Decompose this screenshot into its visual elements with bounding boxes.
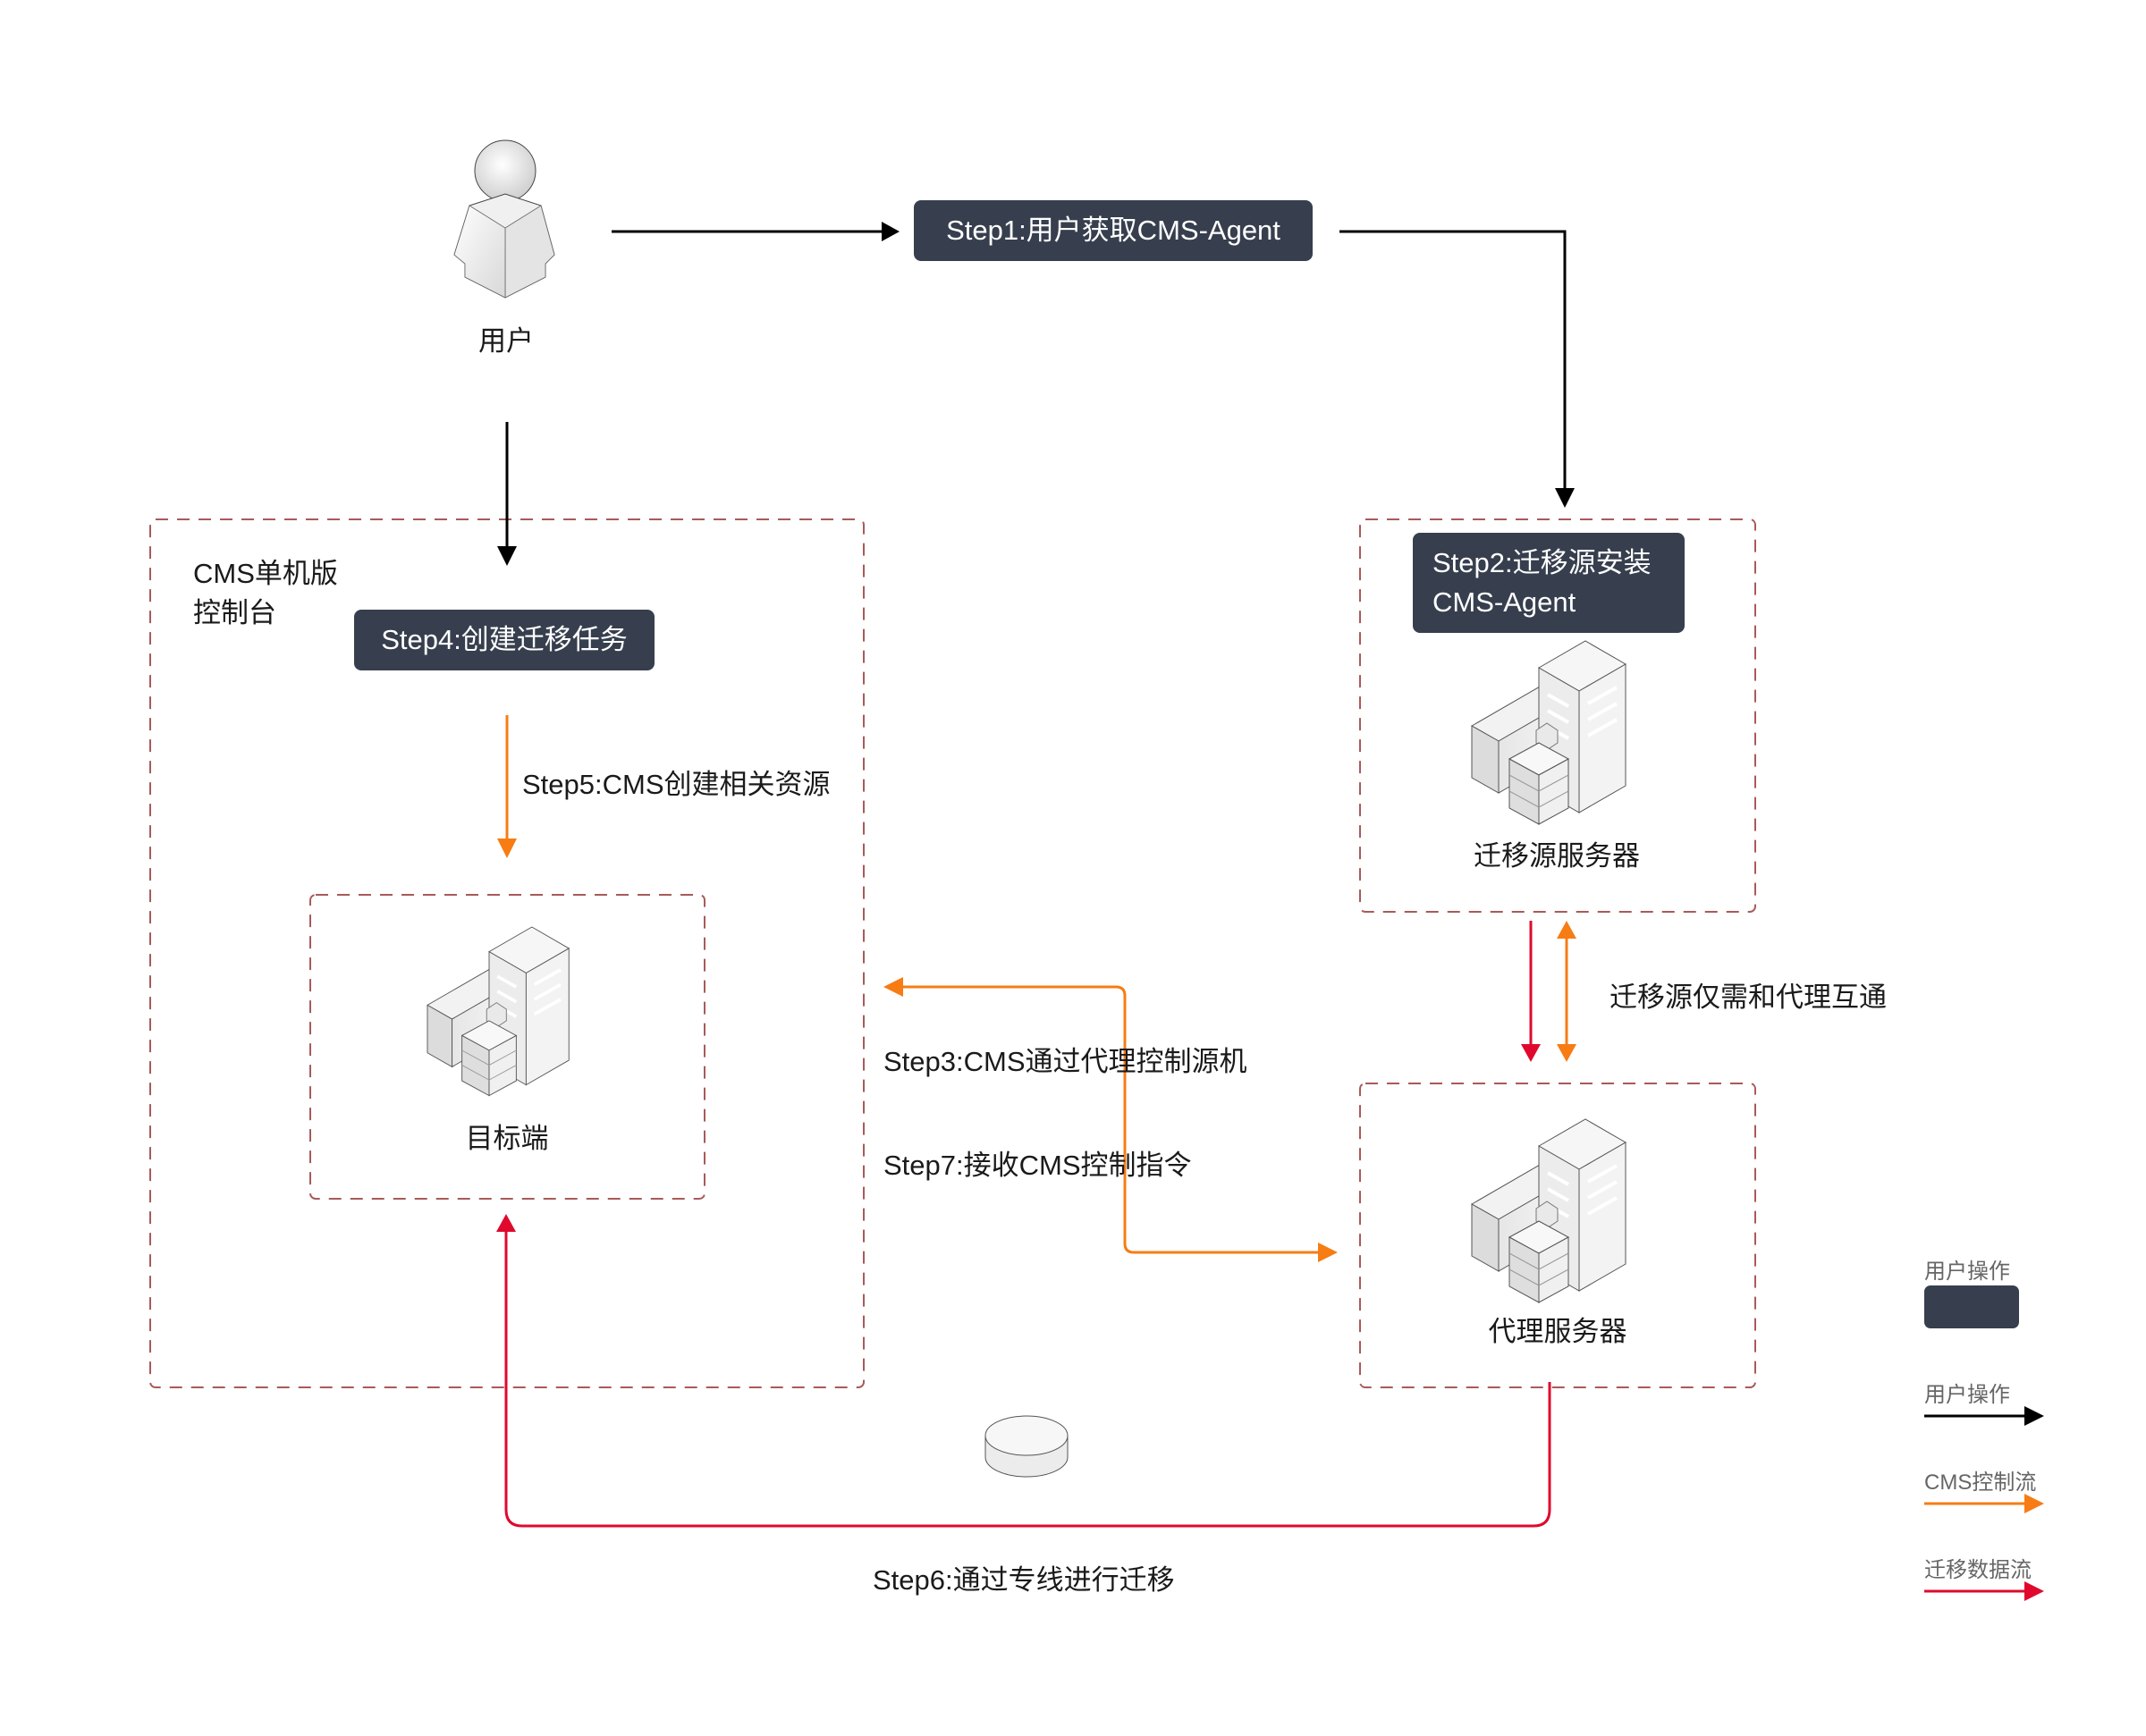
target-label: 目标端 xyxy=(465,1123,549,1154)
legend-arrow-user-action xyxy=(1924,1406,2044,1426)
step6-label: Step6:通过专线进行迁移 xyxy=(873,1564,1175,1596)
arrow-user-to-step4 xyxy=(497,422,517,566)
dedicated-line-disc-icon xyxy=(984,1415,1069,1478)
user-label: 用户 xyxy=(478,325,534,357)
user-figure-icon xyxy=(453,139,555,299)
arrow-source-proxy-bidirectional xyxy=(1557,921,1576,1062)
cms-console-label-line2: 控制台 xyxy=(193,597,276,628)
proxy-server-icon xyxy=(1470,1117,1627,1304)
source-server-icon xyxy=(1470,639,1627,826)
step4-box: Step4:创建迁移任务 xyxy=(354,610,655,670)
legend-arrow-cms-control xyxy=(1924,1494,2044,1513)
legend-swatch-user-action xyxy=(1924,1285,2019,1328)
step1-box: Step1:用户获取CMS-Agent xyxy=(914,200,1313,261)
legend-label-migration-data: 迁移数据流 xyxy=(1924,1558,2032,1582)
target-server-icon xyxy=(426,925,571,1098)
arrow-step1-to-source xyxy=(1339,230,1575,508)
step2-label-line2: CMS-Agent xyxy=(1432,586,1576,618)
step2-label-line1: Step2:迁移源安装 xyxy=(1432,547,1652,578)
step2-box: Step2:迁移源安装 CMS-Agent xyxy=(1413,533,1685,633)
arrow-step5-create-resources xyxy=(497,715,517,858)
source-server-label: 迁移源服务器 xyxy=(1474,840,1640,872)
arrow-proxy-to-target-data xyxy=(496,1214,1551,1528)
step4-label: Step4:创建迁移任务 xyxy=(381,624,628,655)
source-proxy-link-note: 迁移源仅需和代理互通 xyxy=(1610,982,1887,1013)
proxy-server-container xyxy=(1359,1083,1756,1388)
source-server-container xyxy=(1359,518,1756,913)
legend-arrow-migration-data xyxy=(1924,1581,2044,1601)
arrow-source-to-proxy-data xyxy=(1521,921,1541,1062)
cms-console-label-line1: CMS单机版 xyxy=(193,558,338,589)
proxy-server-label: 代理服务器 xyxy=(1488,1316,1627,1347)
target-container xyxy=(309,894,705,1200)
legend-label-user-action-box: 用户操作 xyxy=(1924,1260,2010,1284)
legend-label-cms-control: CMS控制流 xyxy=(1924,1471,2037,1495)
arrow-user-to-step1 xyxy=(612,222,900,241)
step3-label: Step3:CMS通过代理控制源机 xyxy=(883,1046,1247,1077)
arrow-cms-control-via-proxy xyxy=(883,977,1338,1262)
step5-label: Step5:CMS创建相关资源 xyxy=(522,769,831,800)
step7-label: Step7:接收CMS控制指令 xyxy=(883,1150,1192,1181)
legend-label-user-action-arrow: 用户操作 xyxy=(1924,1383,2010,1407)
step1-label: Step1:用户获取CMS-Agent xyxy=(946,215,1280,246)
